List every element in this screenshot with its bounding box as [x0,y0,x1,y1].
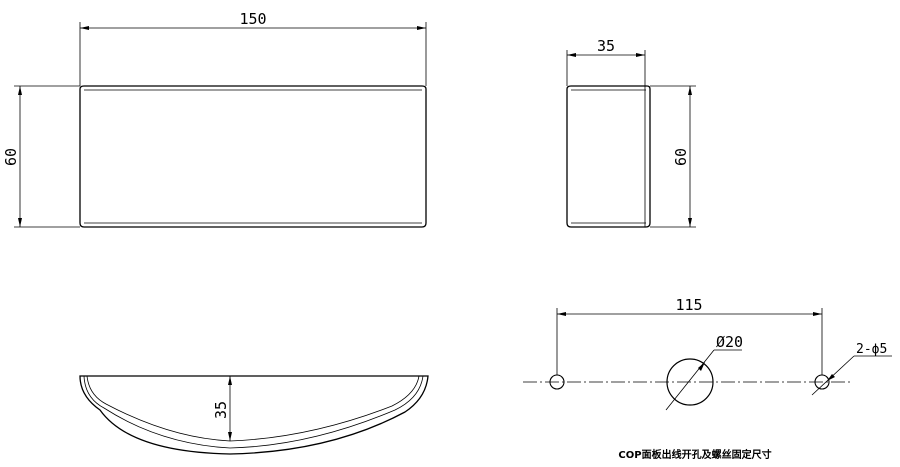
front-view [79,85,427,228]
arrow-bottom [688,218,692,227]
hole-layout-caption: COP面板出线开孔及螺丝固定尺寸 [618,448,771,461]
arrow-left [80,26,89,30]
bottom-view-inner-edge-1 [83,375,424,449]
arrow-right [636,53,645,57]
side-width-dimension [566,50,646,86]
center-hole-label: Ø20 [716,333,743,351]
bottom-depth-dimension [228,376,232,441]
hole-layout [523,358,852,406]
side-height-label: 60 [672,148,690,166]
bottom-view-outer-outline [79,375,429,455]
side-width-label: 35 [597,37,615,55]
center-hole-leader [665,349,742,411]
bottom-view-inner-edge-2 [86,375,420,442]
arrow-inner [827,374,835,381]
front-width-label: 150 [239,10,266,28]
side-hole-label: 2-ϕ5 [856,342,887,357]
center-cable-hole [666,358,714,406]
front-width-dimension [79,22,427,86]
arrow-top [18,86,22,95]
arrow-bottom [228,432,232,441]
arrow-inner [698,362,705,371]
side-view-outline [566,85,651,228]
arrow-left [557,312,566,316]
arrow-bottom [18,218,22,227]
bottom-view [79,375,429,455]
side-hole-leader [811,355,892,396]
side-height-dimension [650,85,696,228]
front-height-label: 60 [2,148,20,166]
hole-spacing-label: 115 [675,296,702,314]
arrow-right [813,312,822,316]
arrow-left [567,53,576,57]
hole-spacing-dimension [556,308,823,375]
side-view [566,85,651,228]
arrow-top [688,86,692,95]
arrow-right [417,26,426,30]
front-view-outline [79,85,427,228]
front-height-dimension [14,85,80,228]
leader-line [665,349,715,411]
arrow-top [228,376,232,385]
bottom-depth-label: 35 [212,401,230,419]
